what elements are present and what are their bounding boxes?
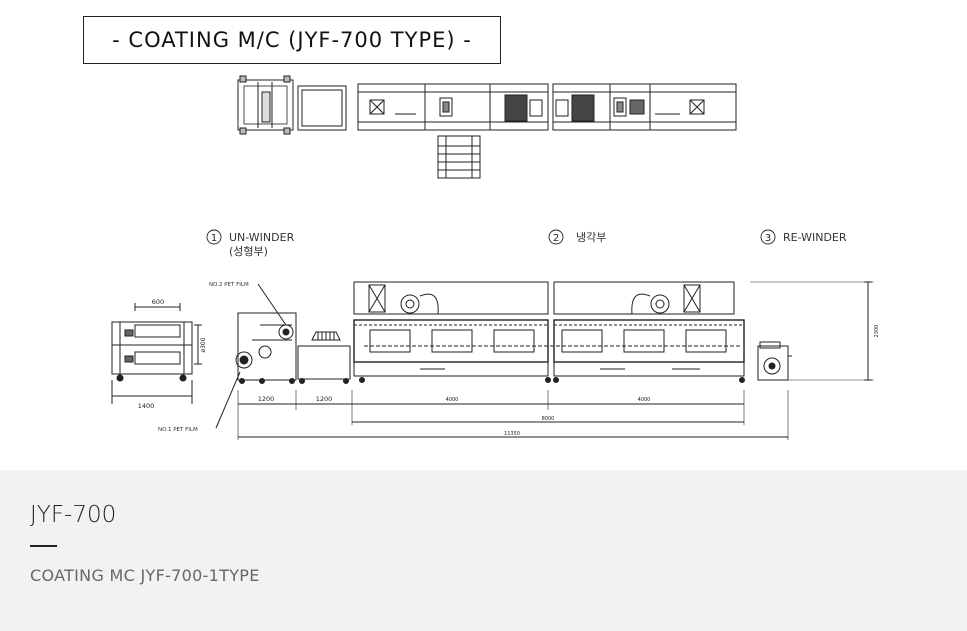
dim-dryer-1: 4000 xyxy=(446,397,459,403)
section-3-label: RE-WINDER xyxy=(783,231,847,244)
dim-side-total: 1400 xyxy=(138,402,155,410)
section-1-sub: (성형부) xyxy=(229,245,268,258)
section-1-num: 1 xyxy=(211,233,217,244)
dim-seg-b: 1200 xyxy=(316,395,333,403)
technical-drawing: - COATING M/C (JYF-700 TYPE) - xyxy=(83,16,880,440)
model-subtitle: COATING MC JYF-700-1TYPE xyxy=(30,566,260,585)
section-1-label: UN-WINDER xyxy=(229,231,295,244)
section-1-marker xyxy=(206,229,222,245)
side-view xyxy=(111,303,202,404)
drawing-title: - COATING M/C (JYF-700 TYPE) - xyxy=(83,16,501,64)
section-3-num: 3 xyxy=(765,233,771,244)
film-2-label: NO.2 PET FILM xyxy=(209,282,249,288)
section-2-marker xyxy=(548,229,564,245)
dim-overall: 11350 xyxy=(504,431,520,437)
footer: JYF-700 COATING MC JYF-700-1TYPE xyxy=(0,470,967,631)
divider xyxy=(30,545,57,547)
film-1-label: NO.1 PET FILM xyxy=(158,427,198,433)
section-3-marker xyxy=(760,229,776,245)
machine-schematic: 1 2 3 UN-WINDER (성형부) 냉각부 RE-WINDER NO.2… xyxy=(111,75,880,440)
model-name: JYF-700 xyxy=(30,502,117,528)
section-2-label: 냉각부 xyxy=(576,231,606,244)
dim-height: 2300 xyxy=(874,325,880,338)
dim-side-width: 600 xyxy=(152,298,164,306)
main-elevation xyxy=(215,281,874,440)
dim-dryer-total: 8000 xyxy=(542,416,555,422)
dim-dryer-2: 4000 xyxy=(638,397,651,403)
plan-view xyxy=(237,75,737,179)
section-2-num: 2 xyxy=(553,233,559,244)
dim-side-dia: ø300 xyxy=(200,337,207,352)
dim-seg-a: 1200 xyxy=(258,395,275,403)
